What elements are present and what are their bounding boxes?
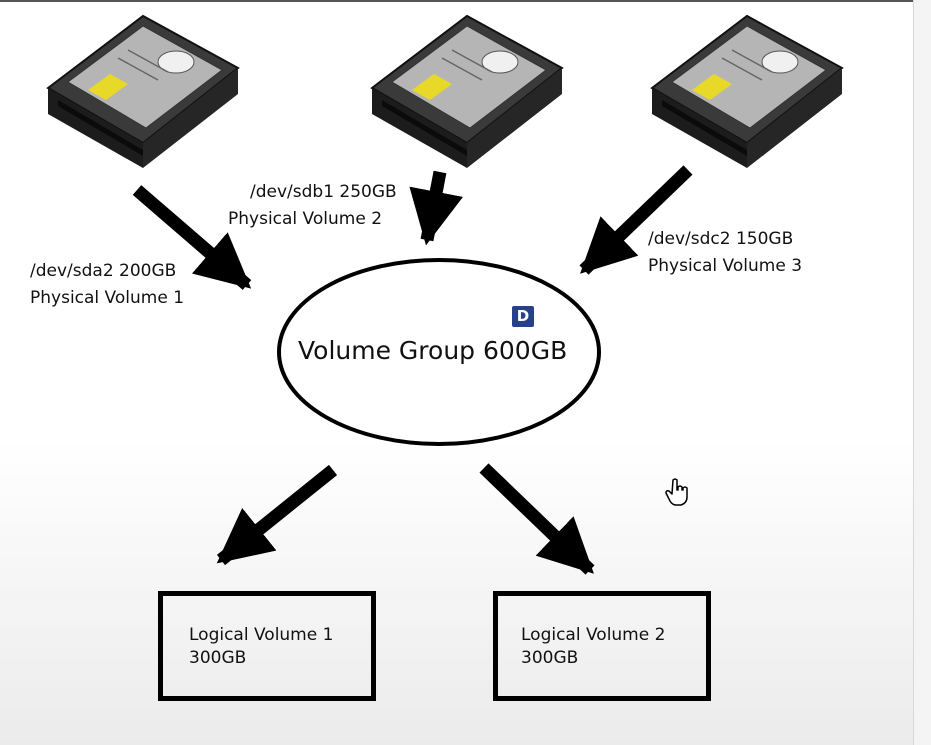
d-badge[interactable]: D: [512, 306, 534, 327]
pv3-label: /dev/sdc2 150GB Physical Volume 3: [648, 226, 802, 280]
hard-disk-1-icon: [47, 15, 239, 169]
pv3-device: /dev/sdc2 150GB: [648, 229, 794, 249]
volume-group-label: Volume Group 600GB: [298, 336, 568, 365]
hard-disk-2-icon: [371, 15, 563, 169]
lv2-name: Logical Volume 2: [521, 625, 666, 645]
pv1-device: /dev/sda2 200GB: [30, 261, 177, 281]
pv2-name: Physical Volume 2: [228, 209, 383, 229]
volume-group-ellipse: [277, 258, 601, 446]
arrow-pv1-to-vg: [132, 185, 252, 290]
pv2-device: /dev/sdb1 250GB: [250, 182, 397, 202]
top-border: [0, 0, 931, 2]
arrow-pv3-to-vg: [579, 165, 693, 275]
logical-volume-1-box: Logical Volume 1 300GB: [158, 591, 376, 701]
logical-volume-2-box: Logical Volume 2 300GB: [493, 591, 711, 701]
pv2-label: /dev/sdb1 250GB Physical Volume 2: [228, 179, 397, 233]
arrow-pv2-to-vg: [409, 170, 464, 246]
pv1-name: Physical Volume 1: [30, 288, 185, 308]
lv2-size: 300GB: [521, 648, 579, 668]
lv1-size: 300GB: [189, 648, 247, 668]
pv1-label: /dev/sda2 200GB Physical Volume 1: [30, 258, 184, 312]
hand-pointer-icon: [665, 478, 691, 510]
pv3-name: Physical Volume 3: [648, 256, 803, 276]
scrollbar[interactable]: [913, 0, 931, 745]
hard-disk-3-icon: [651, 15, 843, 169]
arrow-vg-to-lv1: [216, 464, 338, 566]
arrow-vg-to-lv2: [479, 463, 595, 575]
lv1-name: Logical Volume 1: [189, 625, 334, 645]
